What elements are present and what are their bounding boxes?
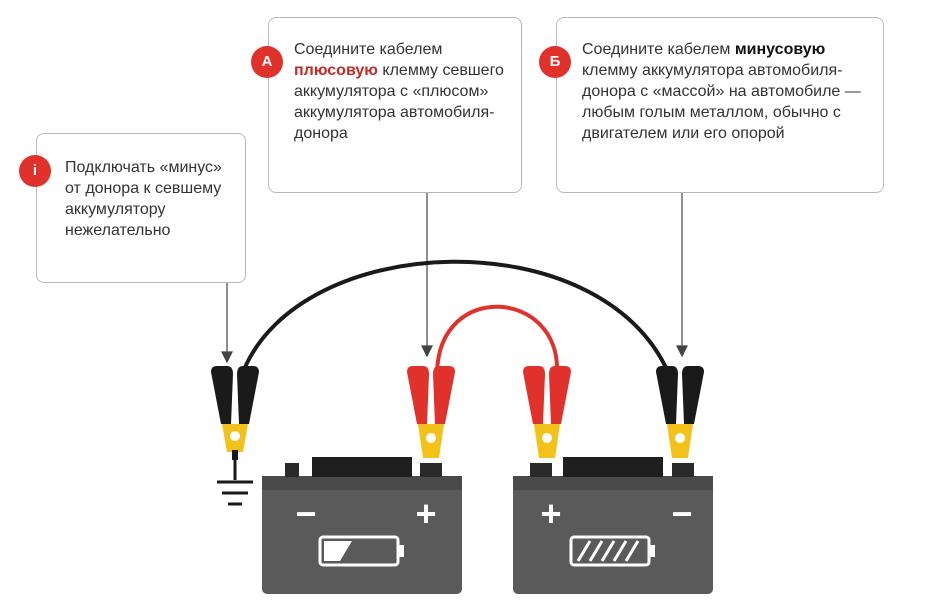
dead-battery-minus: − xyxy=(295,493,316,534)
info-badge-icon: i xyxy=(19,155,51,187)
red-clamp-dead-plus xyxy=(407,366,455,458)
callout-a-text: Соедините кабелем плюсовую клемму севшег… xyxy=(294,39,516,144)
black-clamp-donor-minus xyxy=(656,366,704,458)
callout-a: Соедините кабелем плюсовую клемму севшег… xyxy=(268,17,522,193)
callout-a-pre: Соедините кабелем xyxy=(294,41,443,58)
red-clamp-donor-plus xyxy=(523,366,571,458)
full-charge-icon xyxy=(569,535,655,567)
ground-symbol-icon xyxy=(217,458,253,506)
callout-b: Соедините кабелем минусовую клемму аккум… xyxy=(556,17,884,193)
callout-b-pre: Соедините кабелем xyxy=(582,41,735,58)
pointer-lines xyxy=(221,193,688,364)
callout-a-post: клемму севшего аккумулятора с «плюсом» а… xyxy=(294,62,504,142)
donor-battery-plus: + xyxy=(540,493,561,534)
callout-b-text: Соедините кабелем минусовую клемму аккум… xyxy=(582,39,878,144)
dead-battery-plus: + xyxy=(415,493,436,534)
callout-info-text: Подключать «минус» от донора к севшему а… xyxy=(65,159,222,239)
black-cable xyxy=(241,259,670,373)
donor-battery-minus: − xyxy=(671,493,692,534)
badge-b: Б xyxy=(539,46,571,78)
callout-b-post: клемму аккумулятора автомобиля-донора с … xyxy=(582,62,861,142)
dead-battery: − + xyxy=(262,457,462,594)
black-clamp-ground xyxy=(211,366,259,460)
callout-a-highlight: плюсовую xyxy=(294,62,378,79)
badge-a: А xyxy=(251,46,283,78)
donor-battery: + − xyxy=(513,457,713,594)
low-charge-icon xyxy=(318,535,404,567)
red-cable xyxy=(435,304,560,373)
callout-info: Подключать «минус» от донора к севшему а… xyxy=(36,133,246,283)
callout-b-highlight: минусовую xyxy=(734,41,826,58)
